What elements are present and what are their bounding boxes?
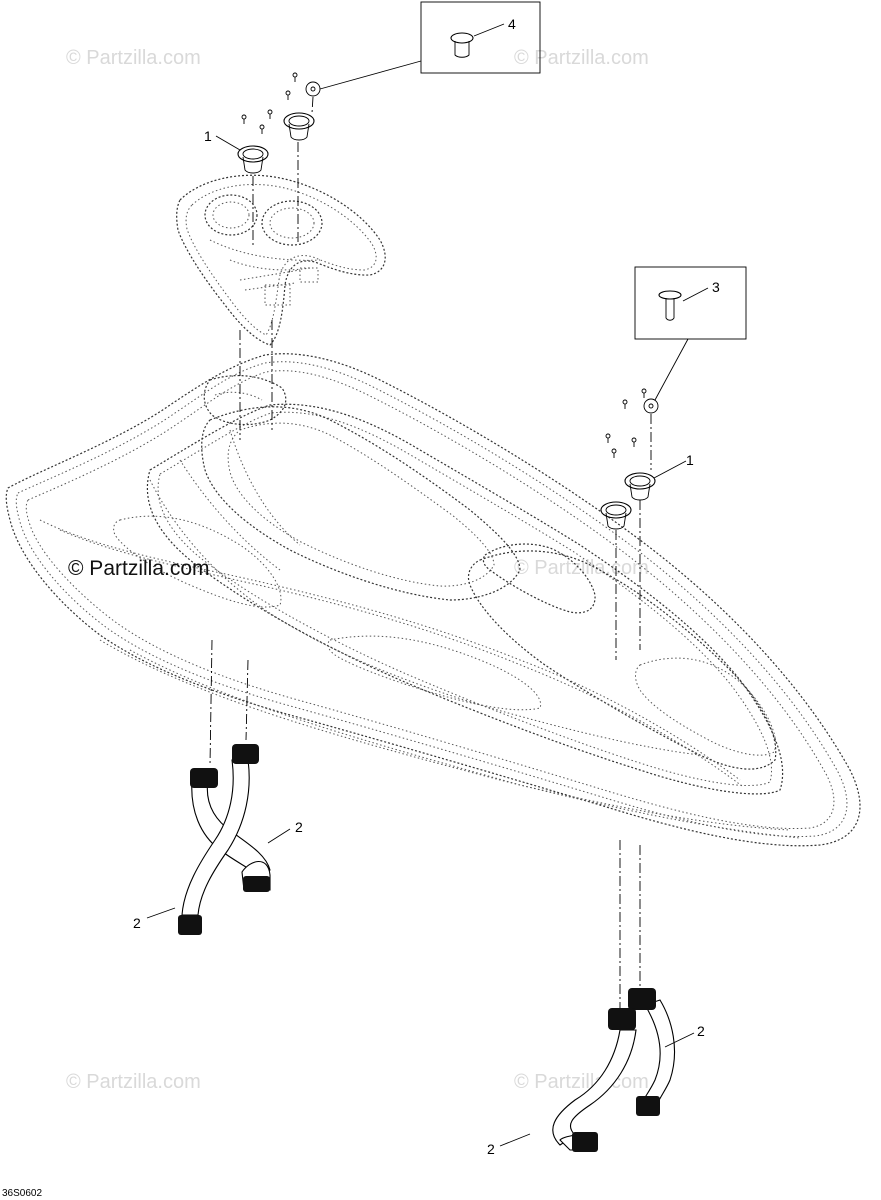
leader-1-right — [653, 460, 687, 479]
callout-4: 4 — [508, 16, 516, 32]
callout-3: 3 — [712, 279, 720, 295]
hull-drawing — [5, 353, 861, 847]
cup-holder-right-upper — [624, 472, 656, 501]
callout-2-left-upper: 2 — [295, 819, 303, 835]
cup-holder-right-lower — [600, 501, 632, 530]
callout-1-top: 1 — [204, 128, 212, 144]
watermark-top-right: © Partzilla.com — [514, 47, 649, 69]
detail-box-item-4 — [319, 1, 541, 90]
drain-tube-left — [146, 744, 291, 935]
drawing-code: 36S0602 — [2, 1188, 42, 1199]
watermark-center-left: © Partzilla.com — [68, 557, 210, 580]
cup-holder-top-right — [283, 112, 315, 141]
leader-1-top — [215, 135, 241, 151]
watermark-bottom-left: © Partzilla.com — [66, 1071, 201, 1093]
callout-1-right: 1 — [686, 452, 694, 468]
drain-tube-right — [499, 988, 695, 1152]
assembly-lines — [209, 96, 652, 1010]
watermark-center-right: © Partzilla.com — [514, 557, 649, 579]
watermark-top-left: © Partzilla.com — [66, 47, 201, 69]
callout-2-right-upper: 2 — [697, 1023, 705, 1039]
cup-holder-top-left — [237, 145, 269, 174]
callout-2-right-lower: 2 — [487, 1141, 495, 1157]
front-storage-bin-drawing — [176, 174, 386, 346]
callout-2-left-lower: 2 — [133, 915, 141, 931]
detail-box-item-3 — [634, 266, 747, 401]
watermark-bottom-right: © Partzilla.com — [514, 1071, 649, 1093]
screws — [241, 72, 659, 458]
